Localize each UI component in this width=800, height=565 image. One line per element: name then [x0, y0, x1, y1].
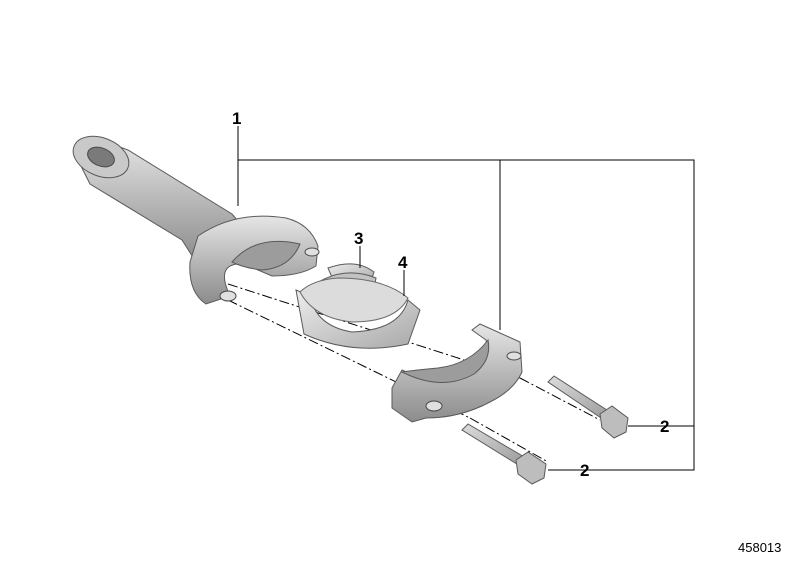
- shell-lower-body: [295, 289, 421, 349]
- cap-bore: [400, 338, 490, 383]
- callout-bolt-lower: 2: [580, 461, 589, 480]
- callout-bearing-shell-lower: 4: [398, 253, 408, 272]
- leader-1-bracket: [238, 159, 695, 471]
- callout-connecting-rod: 1: [232, 109, 241, 128]
- document-number: 458013: [738, 540, 781, 555]
- axis-line-bolt-upper: [519, 377, 601, 421]
- big-end-bore: [231, 240, 301, 271]
- bearing-shell-lower: [295, 277, 421, 349]
- bolt-upper-head: [599, 405, 629, 439]
- bolt-upper: [547, 375, 629, 439]
- callout-bolt-upper: 2: [660, 417, 669, 436]
- cap-bolt-hole-upper: [506, 351, 522, 361]
- bolt-lower: [461, 423, 547, 485]
- rod-bolt-hole-upper: [304, 247, 320, 257]
- small-end-bore: [87, 146, 115, 168]
- axis-line-bolt-lower: [469, 417, 549, 463]
- shell-lower-inner: [299, 277, 409, 323]
- rod-bolt-hole-lower: [219, 290, 237, 302]
- callout-bearing-shell-upper: 3: [354, 229, 363, 248]
- cap-bolt-hole-lower: [425, 400, 443, 412]
- connecting-rod: [72, 135, 320, 305]
- leader-lines: [237, 126, 695, 471]
- bolt-lower-head: [515, 451, 547, 485]
- bearing-cap: [391, 323, 523, 423]
